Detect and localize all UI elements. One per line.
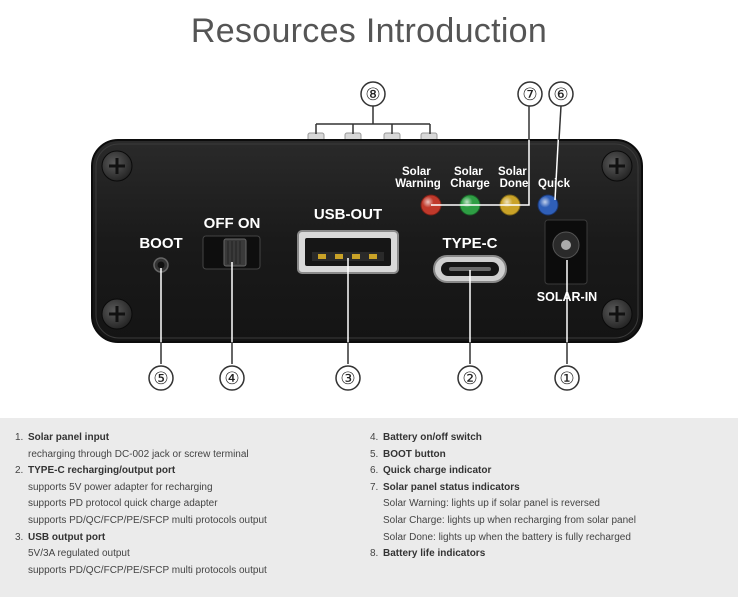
solar-warning-label: Solar Warning — [395, 166, 441, 190]
usb-output-port[interactable] — [297, 230, 399, 274]
svg-text:②: ② — [462, 369, 477, 389]
switch-label: OFF ON — [204, 215, 261, 232]
usb-out-label: USB-OUT — [314, 206, 382, 223]
item-number: 6. — [370, 465, 379, 477]
item-detail: recharging through DC-002 jack or screw … — [28, 448, 249, 460]
description-item: 1. Solar panel input — [15, 430, 267, 447]
description-item: 2. TYPE-C recharging/output port — [15, 463, 267, 480]
svg-text:⑧: ⑧ — [365, 85, 380, 105]
item-number: 2. — [15, 465, 24, 477]
item-title: Solar panel input — [28, 432, 110, 443]
item-detail: supports 5V power adapter for recharging — [28, 481, 213, 493]
item-number: 7. — [370, 481, 379, 493]
svg-text:①: ① — [559, 369, 574, 389]
callout-6: ⑥ — [548, 81, 574, 107]
description-item: 4. Battery on/off switch — [370, 430, 636, 447]
callout-2: ② — [457, 365, 483, 391]
callout-1: ① — [554, 365, 580, 391]
item-title: BOOT button — [383, 448, 446, 460]
svg-text:⑤: ⑤ — [153, 369, 168, 389]
description-item: 5. BOOT button — [370, 447, 636, 464]
screw-icon — [101, 298, 133, 330]
solar-charge-label: Solar Charge — [450, 166, 490, 190]
item-number: 5. — [370, 448, 379, 460]
item-number: 8. — [370, 548, 379, 560]
description-item: 6. Quick charge indicator — [370, 463, 636, 480]
callout-3: ③ — [335, 365, 361, 391]
item-number: 1. — [15, 432, 24, 443]
solar-done-label: Solar Done — [498, 166, 530, 190]
solar-in-dc-jack[interactable] — [544, 219, 588, 285]
svg-text:⑥: ⑥ — [553, 85, 568, 105]
quick-label: Quick — [538, 178, 571, 190]
item-detail: supports PD/QC/FCP/PE/SFCP multi protoco… — [28, 564, 267, 576]
description-item: 7. Solar panel status indicators — [370, 480, 636, 497]
description-list-right: 4. Battery on/off switch 5. BOOT button 6. Qu… — [370, 430, 636, 563]
item-title: TYPE-C recharging/output port — [28, 465, 176, 477]
type-c-port[interactable] — [433, 255, 507, 283]
quick-charge-led — [537, 194, 559, 216]
type-c-label: TYPE-C — [442, 235, 497, 252]
screw-icon — [101, 150, 133, 182]
description-panel: 1. Solar panel input recharging through DC… — [0, 418, 738, 597]
item-detail: 5V/3A regulated output — [28, 548, 130, 560]
screw-icon — [601, 150, 633, 182]
svg-text:③: ③ — [340, 369, 355, 389]
item-number: 4. — [370, 432, 379, 443]
callout-8: ⑧ — [360, 81, 386, 107]
description-item: 3. USB output port — [15, 530, 267, 547]
description-item: 8. Battery life indicators — [370, 546, 636, 563]
item-detail: supports PD/QC/FCP/PE/SFCP multi protoco… — [28, 514, 267, 526]
callout-7: ⑦ — [517, 81, 543, 107]
boot-label: BOOT — [139, 235, 182, 252]
boot-button[interactable] — [153, 257, 169, 273]
item-title: Solar panel status indicators — [383, 481, 520, 493]
item-title: USB output port — [28, 531, 106, 543]
item-detail: Solar Charge: lights up when recharging … — [383, 514, 636, 526]
item-detail: Solar Done: lights up when the battery i… — [383, 531, 631, 543]
item-title: Battery on/off switch — [383, 432, 482, 443]
screw-icon — [601, 298, 633, 330]
item-detail: Solar Warning: lights up if solar panel … — [383, 498, 600, 510]
svg-text:④: ④ — [224, 369, 239, 389]
item-number: 3. — [15, 531, 24, 543]
item-title: Quick charge indicator — [383, 465, 492, 477]
item-title: Battery life indicators — [383, 548, 486, 560]
description-list-left: 1. Solar panel input recharging through DC… — [15, 430, 267, 579]
item-detail: supports PD protocol quick charge adapte… — [28, 498, 218, 510]
page-title: Resources Introduction — [190, 12, 548, 50]
callout-5: ⑤ — [148, 365, 174, 391]
callout-4: ④ — [219, 365, 245, 391]
svg-text:⑦: ⑦ — [522, 85, 537, 105]
leader-lines-outside — [160, 105, 568, 364]
device-diagram: BOOT OFF ON USB-OUT TYPE-C SOLAR-IN — [91, 81, 643, 391]
